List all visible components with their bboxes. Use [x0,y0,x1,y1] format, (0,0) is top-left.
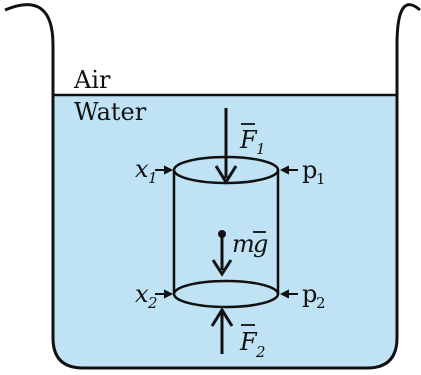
beaker-outline [4,3,421,370]
water-label: Water [74,98,147,126]
x1-label: x 1 [135,155,158,187]
svg-text:m: m [232,230,255,258]
svg-text:x: x [135,155,149,183]
cylinder-bottom-face [172,279,280,309]
air-label: Air [73,66,111,94]
svg-text:2: 2 [147,294,158,312]
svg-text:g: g [253,230,268,258]
force-f1-label: F 1 [239,123,266,158]
weight-arrow [211,230,233,277]
svg-text:2: 2 [316,294,326,312]
p2-label: p 2 [302,280,326,312]
x2-label: x 2 [135,280,158,312]
svg-text:1: 1 [148,169,158,187]
force-f2-arrow [210,307,234,354]
svg-text:p: p [302,280,317,308]
force-f2-label: F 2 [239,324,266,361]
p2-pointer-arrow [279,289,298,299]
weight-label: m g [232,230,268,258]
p1-pointer-arrow [279,165,298,175]
svg-text:1: 1 [316,170,326,188]
p1-label: p 1 [302,156,326,188]
svg-text:p: p [302,156,317,184]
svg-text:1: 1 [256,140,266,158]
svg-text:F: F [239,328,258,356]
svg-text:x: x [135,280,149,308]
x2-pointer-arrow [155,289,174,299]
svg-text:F: F [239,126,258,154]
svg-text:2: 2 [255,343,266,361]
force-f1-arrow [214,108,238,185]
x1-pointer-arrow [155,165,174,175]
submerged-cylinder [172,155,280,309]
